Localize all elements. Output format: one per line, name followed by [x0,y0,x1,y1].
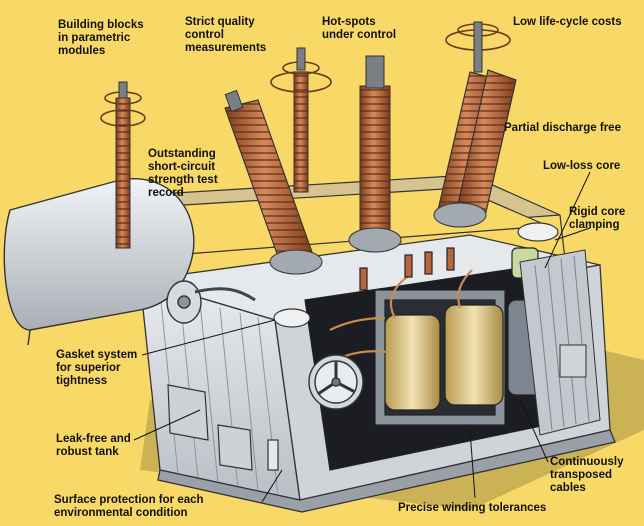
label-transposed-cables: Continuously transposed cables [550,456,624,494]
cutaway-interior [304,247,571,471]
bushing-center-small [270,47,332,193]
label-gasket: Gasket system for superior tightness [56,349,138,387]
label-surface-protection: Surface protection for each environmenta… [54,494,204,519]
label-short-circuit: Outstanding short-circuit strength test … [148,148,218,199]
label-partial-discharge: Partial discharge free [504,122,621,134]
bushing-left-small [100,81,146,249]
bushing-hv-center [348,55,402,253]
cooling-fan [308,354,364,410]
bushing-hv-right [433,21,517,228]
bushing-hv-left [224,89,323,275]
radiator [519,249,601,436]
conservator-tank [3,178,256,346]
label-rigid-core: Rigid core clamping [569,206,626,231]
label-low-loss-core: Low-loss core [543,160,621,172]
label-building-blocks: Building blocks in parametric modules [58,19,144,57]
label-quality-control: Strict quality control measurements [185,16,267,54]
leader-lines [133,171,591,503]
label-leak-free: Leak-free and robust tank [56,433,131,458]
label-life-cycle: Low life-cycle costs [513,16,622,28]
control-cabinets [167,384,279,471]
label-hot-spots: Hot-spots under control [322,16,397,41]
lid-fittings [273,222,559,328]
label-winding-tolerances: Precise winding tolerances [398,502,547,514]
